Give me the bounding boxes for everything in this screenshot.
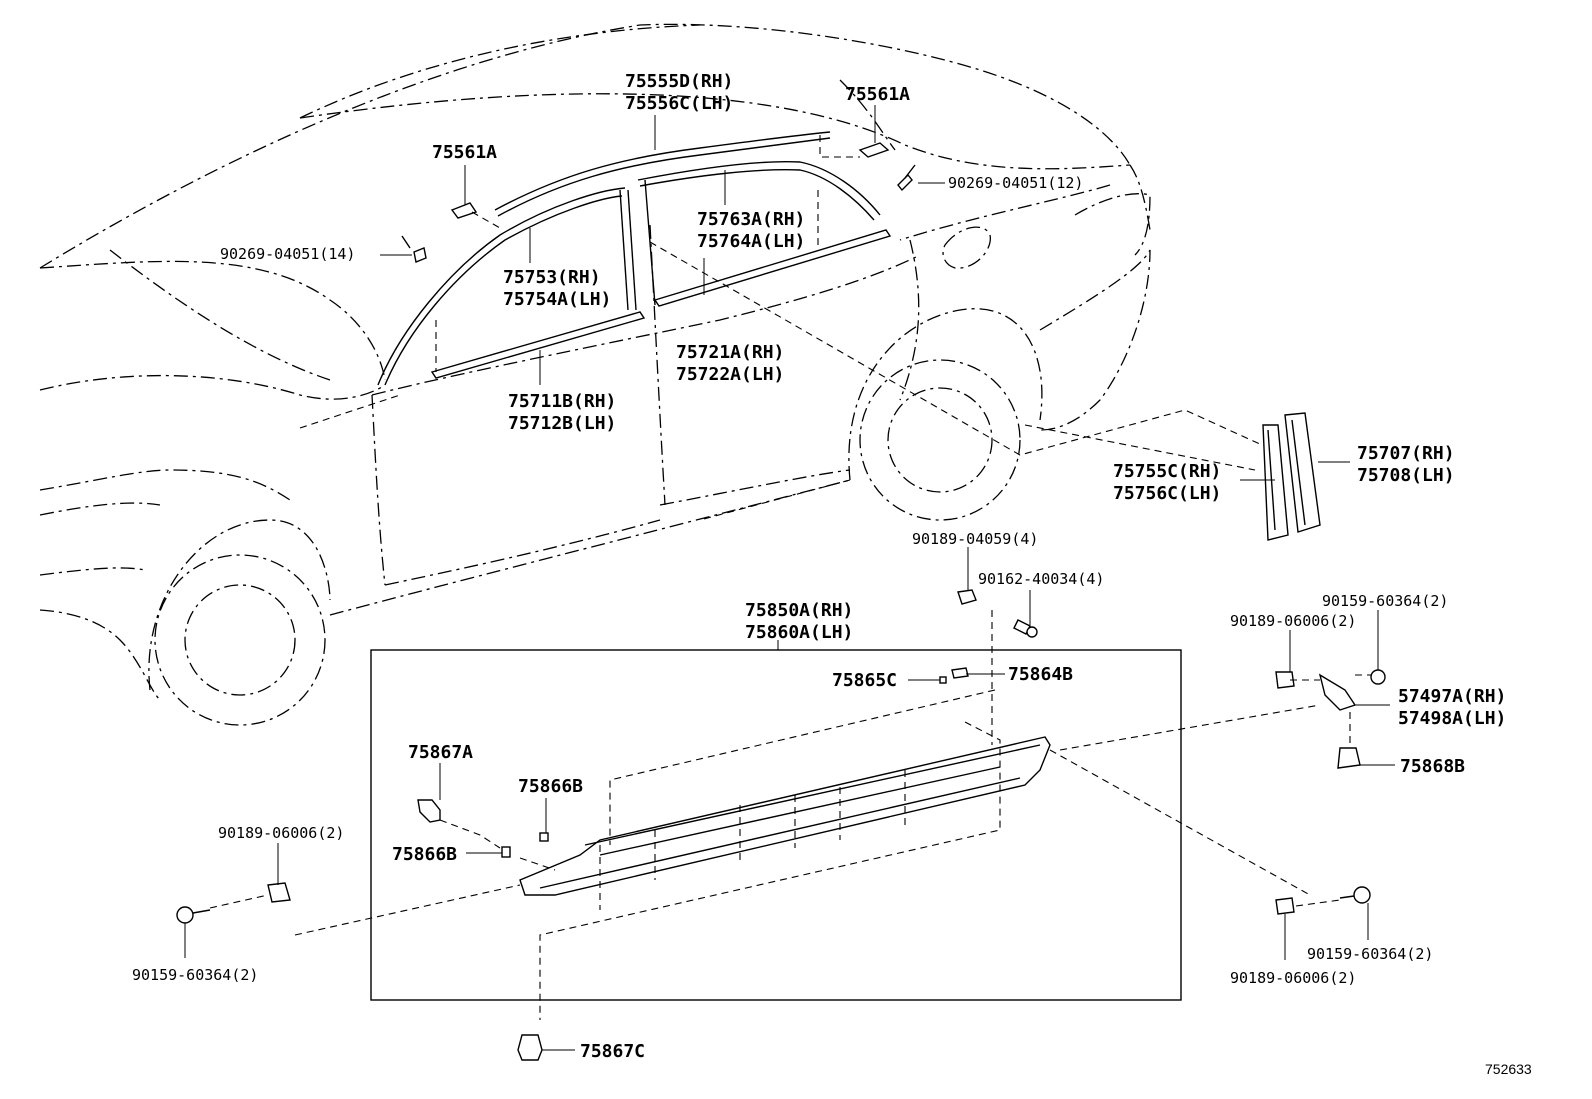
- leader-lines: [184, 105, 1395, 1051]
- label-75561a-top: 75561A: [845, 84, 910, 105]
- label-75755c: 75755C(RH): [1113, 461, 1221, 482]
- label-90162-40034: 90162-40034(4): [978, 570, 1104, 588]
- label-75707: 75707(RH): [1357, 443, 1455, 464]
- screw-90269-left: [401, 235, 427, 263]
- label-75556c: 75556C(LH): [625, 93, 733, 114]
- clip-75866b-left: [501, 846, 511, 858]
- label-75867c: 75867C: [580, 1041, 645, 1062]
- label-90159-tr: 90159-60364(2): [1322, 592, 1448, 610]
- label-90159-left: 90159-60364(2): [132, 966, 258, 984]
- label-75712b: 75712B(LH): [508, 413, 616, 434]
- label-75763a: 75763A(RH): [697, 209, 805, 230]
- label-90269-14: 90269-04051(14): [220, 245, 355, 263]
- grommet-90189-04059: [957, 589, 977, 605]
- door-frame-mouldings: [377, 131, 892, 386]
- clip-75865c: [939, 676, 947, 684]
- dashed-leaders: [209, 135, 1372, 1020]
- label-75561a-left: 75561A: [432, 142, 497, 163]
- screw-90269-right: [897, 164, 916, 192]
- label-75708: 75708(LH): [1357, 465, 1455, 486]
- pillar-garnish-75755c: [1262, 424, 1289, 541]
- label-90189-tr: 90189-06006(2): [1230, 612, 1356, 630]
- clip-75561a-top: [858, 142, 890, 158]
- label-75860a: 75860A(LH): [745, 622, 853, 643]
- label-75865c: 75865C: [832, 670, 897, 691]
- label-90269-12: 90269-04051(12): [948, 174, 1083, 192]
- clip-75867a: [417, 799, 441, 823]
- label-75850a: 75850A(RH): [745, 600, 853, 621]
- diagram-reference-number: 752633: [1485, 1061, 1532, 1077]
- label-57497a: 57497A(RH): [1398, 686, 1506, 707]
- label-75754a: 75754A(LH): [503, 289, 611, 310]
- pillar-garnish-75707: [1284, 412, 1321, 533]
- clip-75867c: [517, 1034, 543, 1061]
- bracket-57497a: [1275, 669, 1386, 769]
- label-75764a: 75764A(LH): [697, 231, 805, 252]
- label-90189-04059: 90189-04059(4): [912, 530, 1038, 548]
- part-labels: 75555D(RH) 75556C(LH) 75561A 75561A 9026…: [132, 71, 1532, 1077]
- label-75555d: 75555D(RH): [625, 71, 733, 92]
- clip-90189-left: [267, 882, 291, 903]
- screw-90159-br: [1339, 886, 1371, 904]
- label-75721a: 75721A(RH): [676, 342, 784, 363]
- rocker-panel-assembly-box: [370, 649, 1182, 1001]
- label-75722a: 75722A(LH): [676, 364, 784, 385]
- rocker-panel-moulding: [519, 736, 1051, 896]
- clip-90189-br: [1275, 897, 1295, 915]
- front-belt-moulding: [430, 311, 646, 379]
- label-90189-br: 90189-06006(2): [1230, 969, 1356, 987]
- rear-belt-moulding: [653, 229, 892, 307]
- clip-75561a-left: [450, 202, 478, 219]
- label-75868b: 75868B: [1400, 756, 1465, 777]
- label-75866b-top: 75866B: [518, 776, 583, 797]
- screw-90162: [1013, 619, 1038, 638]
- label-57498a: 57498A(LH): [1398, 708, 1506, 729]
- label-75756c: 75756C(LH): [1113, 483, 1221, 504]
- label-90189-left: 90189-06006(2): [218, 824, 344, 842]
- clip-75864b: [951, 667, 969, 679]
- label-90159-br: 90159-60364(2): [1307, 945, 1433, 963]
- label-75866b-left: 75866B: [392, 844, 457, 865]
- car-body-outline: [39, 23, 1151, 726]
- label-75711b: 75711B(RH): [508, 391, 616, 412]
- label-75867a: 75867A: [408, 742, 473, 763]
- label-75753: 75753(RH): [503, 267, 601, 288]
- label-75864b: 75864B: [1008, 664, 1073, 685]
- screw-90159-left: [176, 906, 211, 924]
- clip-75866b-top: [539, 832, 549, 842]
